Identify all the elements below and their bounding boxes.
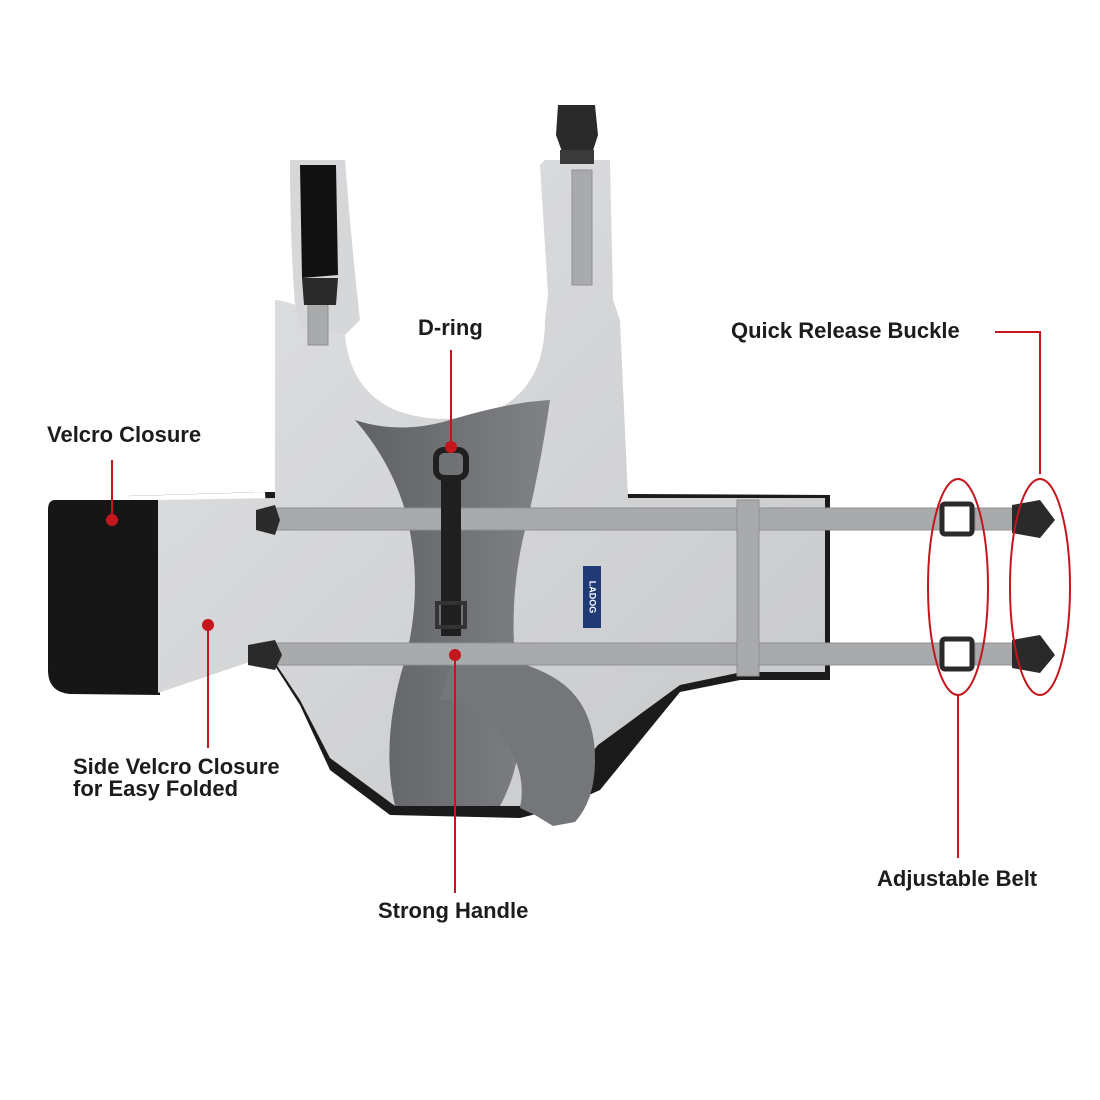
slider-upper-icon [939, 501, 975, 537]
handle-strap [441, 478, 461, 636]
strap-upper [274, 507, 941, 531]
callout-velcro-closure: Velcro Closure [47, 422, 202, 447]
callout-markers [111, 331, 1071, 893]
d-ring-dot [445, 441, 457, 453]
top-slider-icon [560, 150, 594, 164]
belt-highlight-ring [927, 478, 989, 696]
callout-d-ring: D-ring [418, 315, 483, 340]
left-shoulder-buckle-icon [302, 278, 338, 305]
buckle-left-upper-icon [256, 505, 280, 535]
strap-top-right [571, 169, 593, 286]
handle-loop [435, 601, 467, 629]
brand-tag [583, 566, 601, 628]
quick-buckle-upper-icon [1012, 500, 1055, 538]
buckle-left-lower-icon [248, 640, 282, 670]
top-buckle-icon [556, 105, 598, 160]
quick-buckle-lower-icon [1012, 635, 1055, 673]
callout-side-velcro-closure: Side Velcro Closure for Easy Folded [73, 756, 280, 800]
callout-quick-release-buckle: Quick Release Buckle [731, 318, 960, 343]
callout-side-velcro-line2: for Easy Folded [73, 776, 239, 801]
callout-strong-handle: Strong Handle [378, 898, 529, 923]
callout-side-velcro-line1: Side Velcro Closure [73, 754, 280, 779]
handle-assembly [433, 447, 469, 636]
quick-release-leader [995, 331, 1041, 474]
left-velcro-patch [300, 165, 338, 278]
callout-dots [106, 441, 461, 661]
brand-label: LADOG [588, 581, 598, 614]
strap-lower [274, 642, 941, 666]
callout-adjustable-belt: Adjustable Belt [877, 866, 1038, 891]
buckle-highlight-ring [1009, 478, 1071, 696]
velcro-dot [106, 514, 118, 526]
side-velcro-dot [202, 619, 214, 631]
strap-vertical [736, 499, 760, 677]
slider-lower-icon [939, 636, 975, 672]
velcro-flap [48, 500, 160, 695]
strong-handle-dot [449, 649, 461, 661]
shark-fin-icon [440, 650, 595, 826]
buckles [248, 105, 1055, 673]
